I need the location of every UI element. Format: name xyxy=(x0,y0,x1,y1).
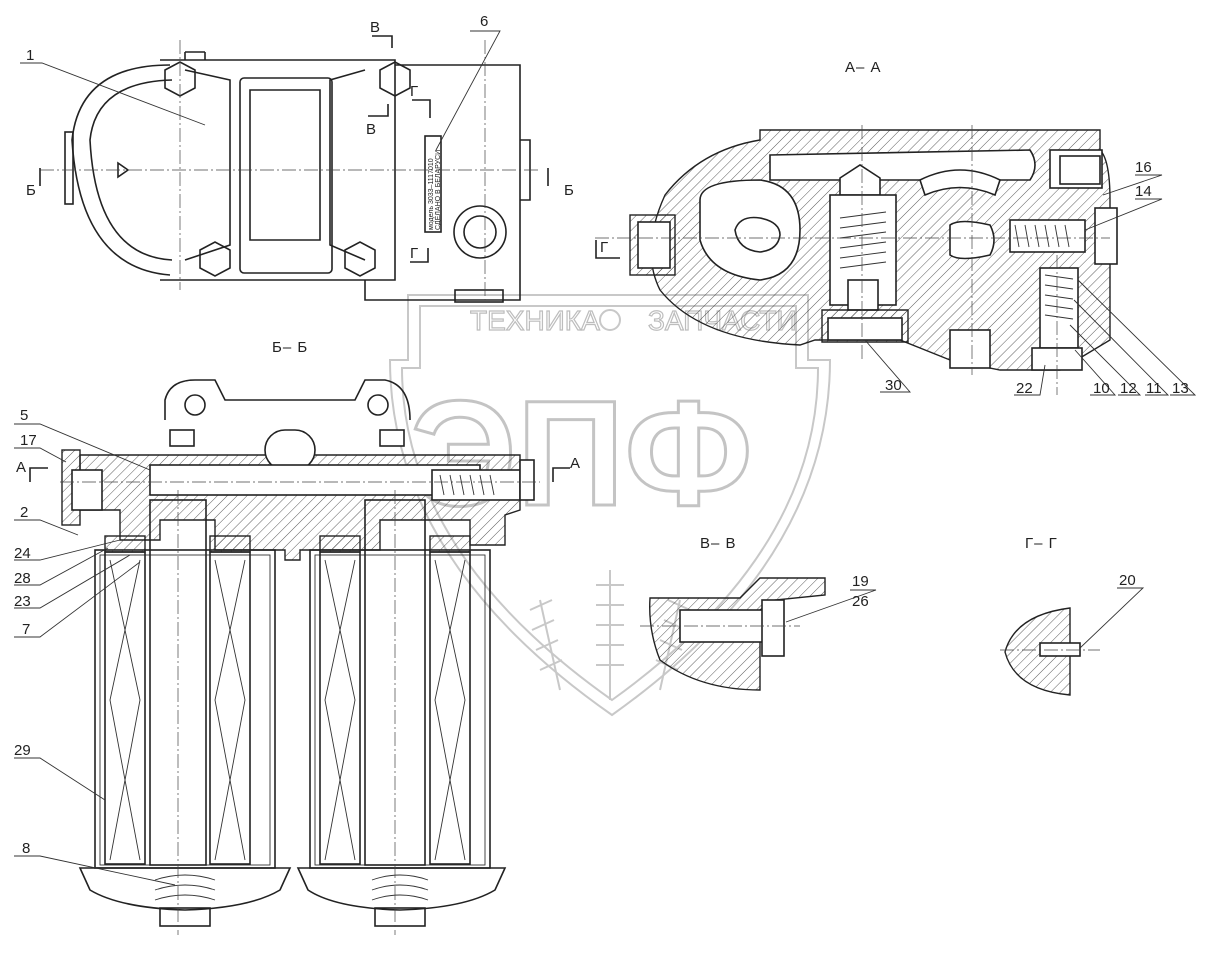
section-gg: Г– Г xyxy=(1000,535,1100,696)
callout-16: 16 xyxy=(1135,159,1152,176)
cut-mark-g-aa: Г xyxy=(600,239,608,256)
callout-11: 11 xyxy=(1146,380,1162,397)
cut-mark-b-left: Б xyxy=(26,182,36,199)
watermark-text-1: ТЕХНИКА xyxy=(470,305,600,336)
filter-right xyxy=(296,490,507,935)
callout-6: 6 xyxy=(480,13,488,30)
section-title-bb: Б– Б xyxy=(272,339,308,356)
callout-24: 24 xyxy=(14,545,31,562)
cut-mark-a-right: А xyxy=(570,455,580,472)
callout-14: 14 xyxy=(1135,183,1152,200)
section-title-gg: Г– Г xyxy=(1025,535,1058,552)
callout-22: 22 xyxy=(1016,380,1033,397)
callout-29: 29 xyxy=(14,742,31,759)
callout-8: 8 xyxy=(22,840,30,857)
filter-left xyxy=(78,490,292,935)
section-title-aa: А– А xyxy=(845,59,882,76)
callout-10: 10 xyxy=(1093,380,1110,397)
plan-cut-marks: Б Б В В Г Г xyxy=(26,19,574,263)
callout-1: 1 xyxy=(26,47,34,64)
cut-mark-a-left: А xyxy=(16,459,26,476)
cut-mark-v-mid: В xyxy=(366,121,376,138)
cut-mark-g-bottom: Г xyxy=(410,245,418,262)
callout-19: 19 xyxy=(852,573,869,590)
gear-icon xyxy=(599,309,621,331)
callouts: 1 6 5 17 2 24 28 23 7 29 8 16 14 30 22 1… xyxy=(14,13,1197,886)
nameplate xyxy=(424,135,442,233)
callout-26: 26 xyxy=(852,593,869,610)
callout-23: 23 xyxy=(14,593,31,610)
callout-30: 30 xyxy=(885,377,902,394)
callout-5: 5 xyxy=(20,407,28,424)
plate-line-1: модель 3033–1117010 xyxy=(428,158,435,230)
section-vv: В– В xyxy=(640,535,826,691)
plan-view: модель 3033–1117010 СДЕЛАНО В БЕЛАРУСИ xyxy=(40,40,540,303)
section-aa: А– А Г xyxy=(595,59,1118,395)
section-title-vv: В– В xyxy=(700,535,737,552)
callout-13: 13 xyxy=(1172,380,1189,397)
callout-12: 12 xyxy=(1120,380,1137,397)
callout-28: 28 xyxy=(14,570,31,587)
callout-2: 2 xyxy=(20,504,28,521)
cut-mark-b-right: Б xyxy=(564,182,574,199)
callout-20: 20 xyxy=(1119,572,1136,589)
callout-17: 17 xyxy=(20,432,37,449)
section-bb: Б– Б А А xyxy=(16,339,580,561)
plate-line-2: СДЕЛАНО В БЕЛАРУСИ xyxy=(435,150,442,230)
callout-7: 7 xyxy=(22,621,30,638)
cut-mark-g-top: Г xyxy=(410,83,418,100)
cut-mark-v-top: В xyxy=(370,19,380,36)
